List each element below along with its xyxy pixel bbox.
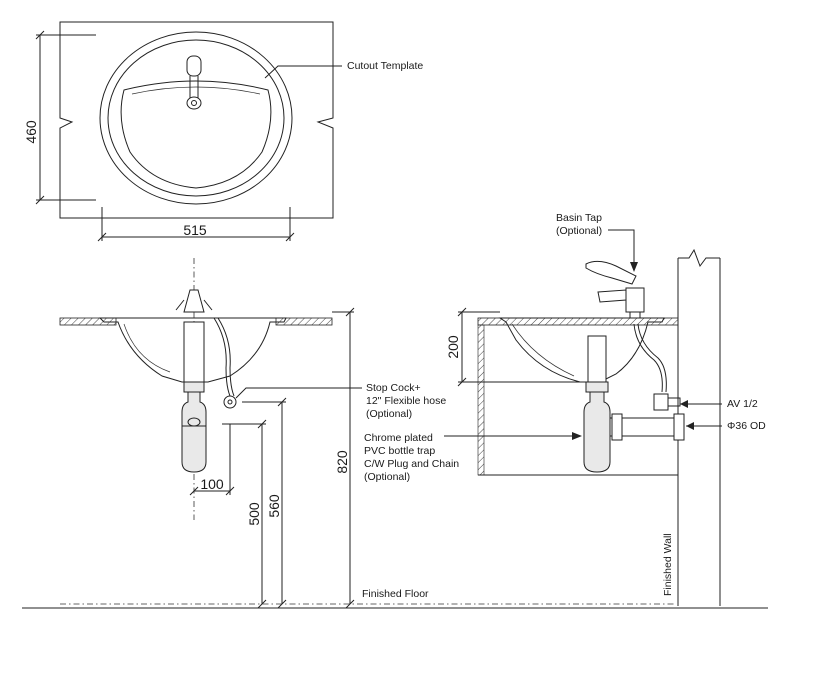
label-cutout-template: Cutout Template bbox=[347, 60, 423, 72]
label-trap-1: Chrome plated bbox=[364, 432, 433, 444]
side-bottle-trap bbox=[583, 391, 611, 473]
label-stop-cock-1: Stop Cock+ bbox=[366, 382, 421, 394]
side-tap-body bbox=[625, 287, 645, 313]
label-stop-cock-3: (Optional) bbox=[366, 408, 412, 420]
front-flex-hose bbox=[213, 317, 231, 397]
label-od: Φ36 OD bbox=[727, 420, 766, 432]
plan-view: 460 515 Cutout Template bbox=[23, 21, 423, 242]
label-finished-floor: Finished Floor bbox=[362, 588, 429, 600]
side-basin-bowl bbox=[498, 317, 665, 383]
basin-tap-leader bbox=[608, 229, 635, 270]
front-tap-body bbox=[183, 289, 205, 313]
label-finished-wall: Finished Wall bbox=[662, 533, 674, 596]
side-tap-lever bbox=[585, 260, 637, 285]
front-stop-cock bbox=[223, 395, 237, 409]
front-bottle-trap bbox=[181, 391, 207, 473]
basin-bowl bbox=[120, 80, 272, 189]
dim-515: 515 bbox=[183, 222, 207, 238]
front-basin-bowl bbox=[98, 317, 287, 383]
label-av: AV 1/2 bbox=[727, 398, 758, 410]
cutout-leader bbox=[264, 65, 342, 79]
dim-820: 820 bbox=[334, 450, 350, 474]
side-cabinet bbox=[477, 324, 485, 476]
side-trap-nut bbox=[585, 381, 609, 393]
label-basin-tap-2: (Optional) bbox=[556, 225, 602, 237]
stop-cock-leader bbox=[235, 387, 362, 399]
dim-100: 100 bbox=[200, 476, 224, 492]
basin-inner-rim bbox=[107, 39, 285, 197]
side-tap-spout bbox=[597, 289, 627, 303]
front-waste bbox=[183, 321, 205, 383]
basin-outer-rim bbox=[99, 31, 293, 205]
tap-spout-plan bbox=[186, 96, 202, 110]
label-trap-3: C/W Plug and Chain bbox=[364, 458, 459, 470]
side-waste bbox=[587, 335, 607, 383]
cutout-panel bbox=[59, 21, 334, 219]
tap-handle-plan bbox=[186, 55, 202, 77]
side-angle-valve bbox=[653, 393, 669, 411]
front-elevation: Stop Cock+ 12" Flexible hose (Optional) … bbox=[22, 258, 768, 609]
dim-500: 500 bbox=[246, 502, 262, 526]
label-trap-4: (Optional) bbox=[364, 471, 410, 483]
front-trap-nut bbox=[183, 381, 205, 393]
dim-200: 200 bbox=[445, 335, 461, 359]
dim-460: 460 bbox=[23, 120, 39, 144]
side-elevation: Finished Wall 200 Basi bbox=[364, 212, 766, 606]
label-stop-cock-2: 12" Flexible hose bbox=[366, 395, 446, 407]
dim-560: 560 bbox=[266, 494, 282, 518]
label-basin-tap-1: Basin Tap bbox=[556, 212, 602, 224]
label-trap-2: PVC bottle trap bbox=[364, 445, 435, 457]
side-supply-hose bbox=[633, 323, 663, 393]
